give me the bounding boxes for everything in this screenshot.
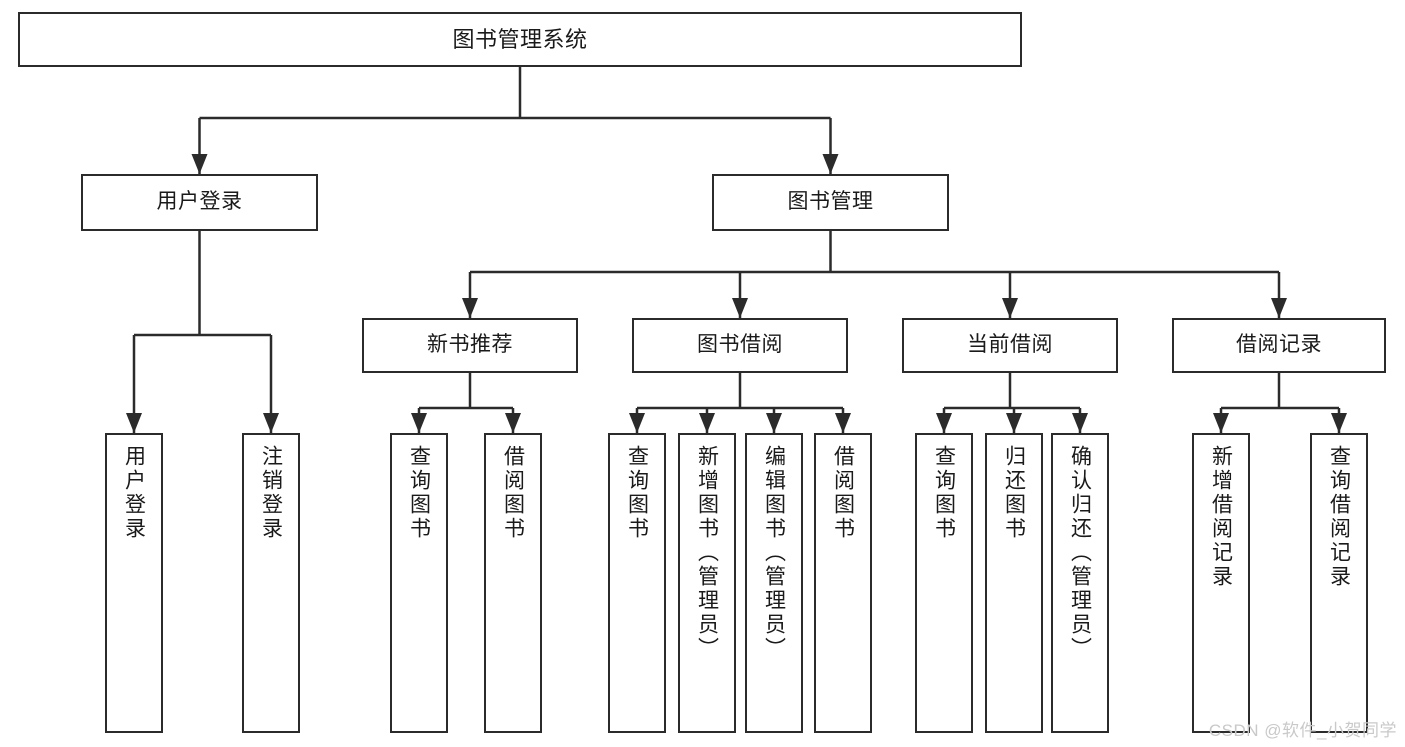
node-label: 查询图书 <box>625 445 649 541</box>
arrowhead-leaf-query-book-1 <box>411 413 427 433</box>
arrowhead-l3-new-book-rec <box>462 298 478 318</box>
node-label: 用户登录 <box>122 445 146 541</box>
node-leaf-return-book[interactable]: 归还图书 <box>985 433 1043 733</box>
arrowhead-l3-book-borrow <box>732 298 748 318</box>
arrowhead-l3-current-borrow <box>1002 298 1018 318</box>
arrowhead-leaf-query-record <box>1331 413 1347 433</box>
node-l3-new-book-rec[interactable]: 新书推荐 <box>362 318 578 373</box>
arrowhead-l2-book-manage <box>822 154 839 174</box>
arrowhead-l3-borrow-record <box>1271 298 1287 318</box>
arrowhead-leaf-query-book-3 <box>936 413 952 433</box>
arrowhead-leaf-add-book <box>699 413 715 433</box>
node-leaf-user-logout[interactable]: 注销登录 <box>242 433 300 733</box>
node-leaf-query-book-2[interactable]: 查询图书 <box>608 433 666 733</box>
node-label: 编辑图书（管理员） <box>762 445 786 661</box>
node-label: 注销登录 <box>259 445 283 541</box>
node-leaf-user-login[interactable]: 用户登录 <box>105 433 163 733</box>
arrowhead-leaf-borrow-book-1 <box>505 413 521 433</box>
node-leaf-query-record[interactable]: 查询借阅记录 <box>1310 433 1368 733</box>
node-label: 新书推荐 <box>427 333 513 357</box>
node-label: 图书管理 <box>787 190 874 214</box>
arrowhead-leaf-add-record <box>1213 413 1229 433</box>
arrowhead-leaf-user-login <box>126 413 142 433</box>
node-label: 借阅图书 <box>501 445 525 541</box>
arrowhead-leaf-query-book-2 <box>629 413 645 433</box>
node-l2-user-login[interactable]: 用户登录 <box>81 174 318 231</box>
node-root[interactable]: 图书管理系统 <box>18 12 1022 67</box>
node-label: 查询借阅记录 <box>1327 445 1351 589</box>
node-l3-current-borrow[interactable]: 当前借阅 <box>902 318 1118 373</box>
node-label: 借阅记录 <box>1236 333 1322 357</box>
node-label: 归还图书 <box>1002 445 1026 541</box>
watermark-text: CSDN @软件_小贺同学 <box>1208 721 1397 740</box>
node-l3-book-borrow[interactable]: 图书借阅 <box>632 318 848 373</box>
node-label: 查询图书 <box>407 445 431 541</box>
node-label: 查询图书 <box>932 445 956 541</box>
arrowhead-leaf-borrow-book-2 <box>835 413 851 433</box>
arrowhead-l2-user-login <box>191 154 208 174</box>
node-leaf-add-book[interactable]: 新增图书（管理员） <box>678 433 736 733</box>
node-l3-borrow-record[interactable]: 借阅记录 <box>1172 318 1386 373</box>
node-label: 当前借阅 <box>967 333 1053 357</box>
node-label: 借阅图书 <box>831 445 855 541</box>
arrowhead-leaf-edit-book <box>766 413 782 433</box>
node-label: 确认归还（管理员） <box>1068 445 1092 661</box>
arrowhead-leaf-return-book <box>1006 413 1022 433</box>
node-leaf-borrow-book-1[interactable]: 借阅图书 <box>484 433 542 733</box>
node-leaf-query-book-1[interactable]: 查询图书 <box>390 433 448 733</box>
arrowhead-leaf-user-logout <box>263 413 279 433</box>
node-label: 用户登录 <box>156 190 243 214</box>
node-leaf-borrow-book-2[interactable]: 借阅图书 <box>814 433 872 733</box>
node-label: 新增图书（管理员） <box>695 445 719 661</box>
node-label: 新增借阅记录 <box>1209 445 1233 589</box>
node-leaf-add-record[interactable]: 新增借阅记录 <box>1192 433 1250 733</box>
node-label: 图书管理系统 <box>452 26 588 52</box>
node-leaf-query-book-3[interactable]: 查询图书 <box>915 433 973 733</box>
node-label: 图书借阅 <box>697 333 783 357</box>
node-leaf-edit-book[interactable]: 编辑图书（管理员） <box>745 433 803 733</box>
node-l2-book-manage[interactable]: 图书管理 <box>712 174 949 231</box>
node-leaf-confirm-return[interactable]: 确认归还（管理员） <box>1051 433 1109 733</box>
arrowhead-leaf-confirm-return <box>1072 413 1088 433</box>
